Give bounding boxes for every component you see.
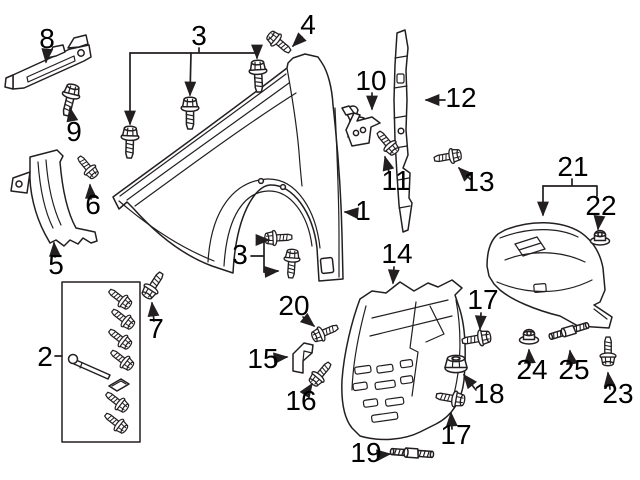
- part-18-nut: [444, 354, 468, 374]
- callout-9-label: 9: [66, 116, 82, 147]
- callout-3b-label: 3: [232, 239, 248, 270]
- callout-6-label: 6: [85, 189, 101, 220]
- callout-5-label: 5: [48, 249, 64, 280]
- callout-2-label: 2: [37, 341, 53, 372]
- callout-24-label: 24: [516, 354, 547, 385]
- callout-14-label: 14: [381, 238, 412, 269]
- part-3b-bolt-vertical: [282, 248, 302, 280]
- callout-16-label: 16: [285, 385, 316, 416]
- callout-12-label: 12: [445, 82, 476, 113]
- part-5-bracket: [10, 149, 98, 247]
- callout-8-label: 8: [39, 23, 55, 54]
- callout-23-label: 23: [602, 378, 633, 409]
- kit-pin: [67, 353, 111, 380]
- part-13-bolt: [432, 146, 463, 168]
- callout-labels: 8 9 3 4 10 11 12 13 1 6 5 2 7 3 20 15 16…: [37, 9, 633, 468]
- part-15-clip: [292, 342, 314, 374]
- callout-22-label: 22: [585, 190, 616, 221]
- callout-25-label: 25: [558, 354, 589, 385]
- part-20-bolt: [308, 319, 341, 346]
- part-25-stud: [547, 320, 591, 342]
- leader-lines: [41, 32, 616, 462]
- part-3b-bolt-horizontal: [263, 228, 293, 247]
- callout-17-lower-label: 17: [440, 419, 471, 450]
- part-23-bolt: [599, 336, 617, 367]
- part-7-bolt: [138, 268, 169, 303]
- part-14-wheelhouse-liner-front: [341, 279, 466, 441]
- callout-4-label: 4: [300, 9, 316, 40]
- part-2-hardware-kit: [61, 281, 141, 443]
- part-4-bolt: [263, 27, 296, 58]
- part-9-bolt: [56, 81, 83, 119]
- part-19-stud: [389, 446, 435, 460]
- kit-clip: [108, 378, 130, 392]
- part-24-grommet-nut: [518, 328, 540, 345]
- part-1-fender: [112, 53, 344, 282]
- callout-11-label: 11: [381, 165, 410, 196]
- part-3-bolt-middle: [180, 96, 200, 130]
- callout-1-label: 1: [355, 195, 371, 226]
- part-3-bolt-left: [119, 125, 140, 160]
- part-21-wheelhouse-liner-rear: [486, 222, 613, 329]
- part-6-bolt: [73, 152, 102, 182]
- callout-7-label: 7: [148, 313, 164, 344]
- callout-20-label: 20: [278, 290, 309, 321]
- callout-15-label: 15: [247, 343, 278, 374]
- callout-10-label: 10: [355, 65, 386, 96]
- callout-19-label: 19: [350, 437, 381, 468]
- part-22-grommet-nut: [589, 229, 611, 246]
- callout-13-label: 13: [463, 166, 494, 197]
- part-12-filler-strip: [393, 29, 413, 233]
- callout-3-label: 3: [191, 20, 207, 51]
- callout-18-label: 18: [473, 378, 504, 409]
- callout-17-upper-label: 17: [467, 284, 498, 315]
- part-10-bracket: [341, 105, 381, 147]
- callout-21-label: 21: [557, 151, 588, 182]
